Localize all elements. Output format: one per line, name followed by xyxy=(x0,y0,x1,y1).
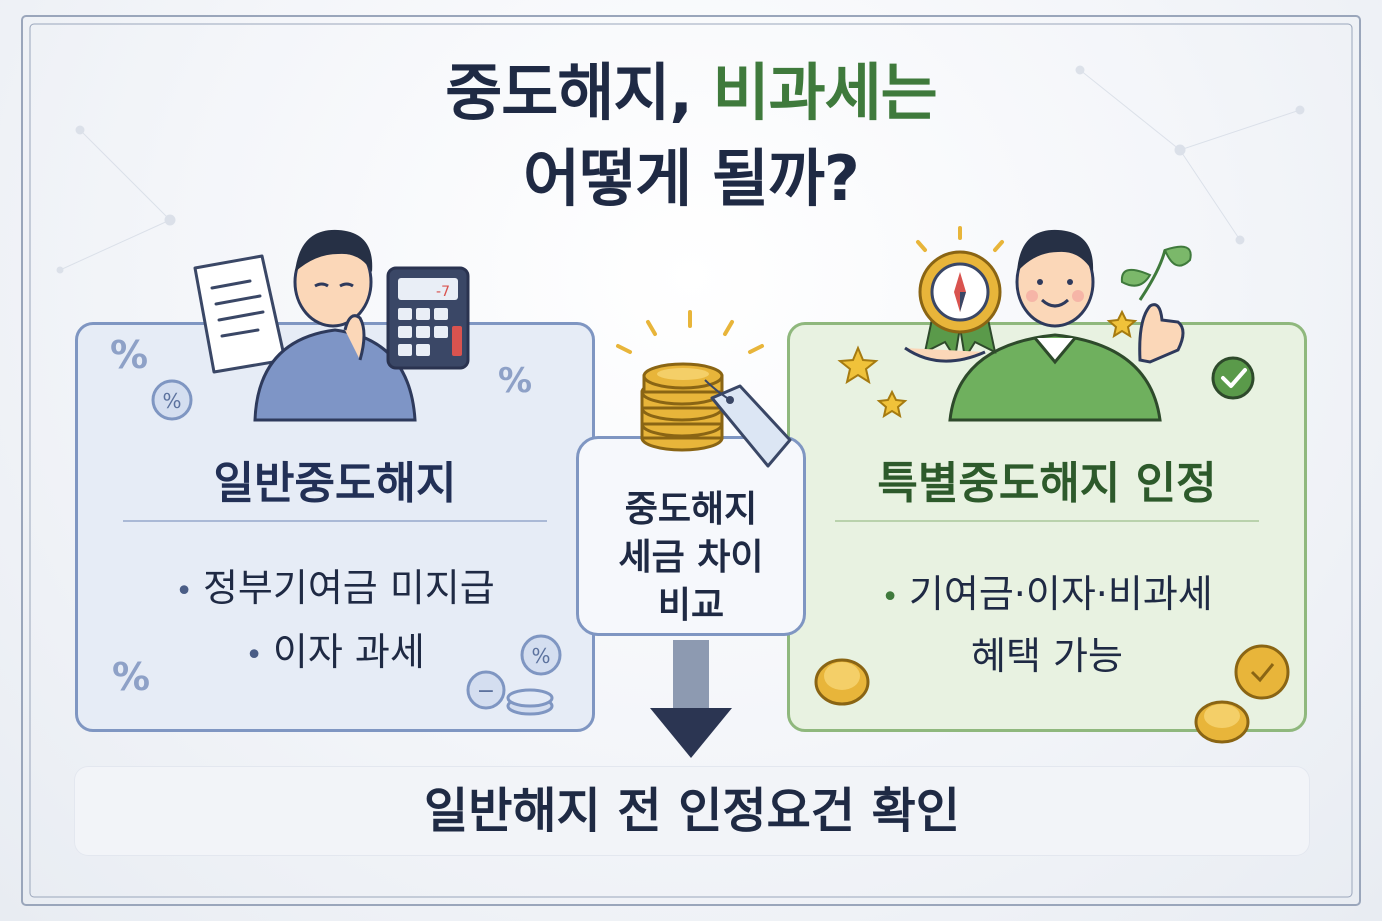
bullet-dot: • xyxy=(245,638,263,673)
price-tag-icon xyxy=(704,379,792,468)
comparison-line-1: 중도해지 xyxy=(624,489,758,530)
percent-icon: % xyxy=(110,333,148,377)
left-bullet-2-text: 이자 과세 xyxy=(272,630,425,674)
bullet-dot: • xyxy=(881,580,899,615)
general-termination-heading: 일반중도해지 xyxy=(213,458,457,509)
check-circle-icon xyxy=(1211,356,1255,400)
minus-coin-icon: − xyxy=(466,670,554,716)
left-bullet-1: • 정부기여금 미지급 xyxy=(78,557,592,612)
percent-icon: % xyxy=(520,634,562,676)
special-termination-heading: 특별중도해지 인정 xyxy=(877,458,1217,509)
percent-icon: % xyxy=(498,361,532,401)
calculator-display-text: -7 xyxy=(436,284,450,300)
calculator-icon xyxy=(386,266,470,370)
compass-medal-icon xyxy=(904,226,1004,363)
coin-icon xyxy=(1194,644,1290,744)
percent-icon: % xyxy=(162,389,181,413)
right-bullet-1-text: 기여금·이자·비과세 xyxy=(908,572,1213,616)
star-icon xyxy=(837,309,1138,419)
comparison-line-3: 비교 xyxy=(657,585,725,626)
minus-sign: − xyxy=(477,679,495,704)
right-bullet-2-text: 혜택 가능 xyxy=(971,634,1123,678)
left-card-divider xyxy=(123,520,547,522)
percent-icon: % xyxy=(151,379,193,421)
percent-icon: % xyxy=(531,644,550,668)
coin-icon xyxy=(814,658,870,706)
bullet-dot: • xyxy=(175,574,193,609)
right-bullet-2: 혜택 가능 xyxy=(790,625,1304,680)
right-card-divider xyxy=(835,520,1259,522)
happy-person-icon xyxy=(948,229,1185,422)
down-arrow-icon xyxy=(650,640,732,758)
page-title-line2: 어떻게 될까? xyxy=(523,142,860,215)
right-bullet-1: • 기여금·이자·비과세 xyxy=(790,563,1304,618)
left-bullet-1-text: 정부기여금 미지급 xyxy=(202,566,495,610)
tax-comparison-box xyxy=(576,436,806,636)
worried-person-icon xyxy=(253,229,417,422)
leaf-icon xyxy=(1120,245,1192,301)
comparison-line-2: 세금 차이 xyxy=(618,537,764,578)
page-title-line1: 중도해지, 비과세는 xyxy=(0,56,1382,130)
title-part1: 중도해지, xyxy=(445,56,713,129)
percent-icon: % xyxy=(112,655,150,699)
left-bullet-2: • 이자 과세 xyxy=(78,621,592,676)
coin-stack-icon xyxy=(616,310,764,452)
bottom-banner xyxy=(74,766,1310,856)
title-part2-highlight: 비과세는 xyxy=(712,56,938,129)
bottom-banner-text: 일반해지 전 인정요건 확인 xyxy=(424,783,960,839)
